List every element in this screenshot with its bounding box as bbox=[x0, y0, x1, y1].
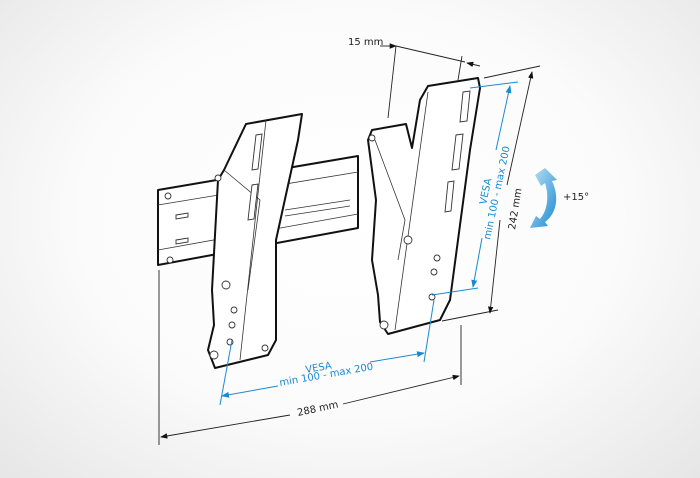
right-bracket bbox=[367, 77, 481, 335]
depth-dimension: 15 mm bbox=[348, 37, 481, 119]
width-label: 288 mm bbox=[296, 399, 339, 418]
vesa-vertical-title: VESA bbox=[478, 177, 494, 205]
height-label: 242 mm bbox=[507, 188, 524, 231]
depth-label: 15 mm bbox=[348, 37, 383, 48]
tilt-label: +15° bbox=[563, 192, 589, 203]
tilt-indicator: +15° bbox=[530, 168, 589, 228]
rotate-arrow-icon bbox=[530, 168, 557, 228]
vesa-horizontal-title: VESA bbox=[305, 360, 333, 375]
left-bracket bbox=[207, 113, 303, 369]
